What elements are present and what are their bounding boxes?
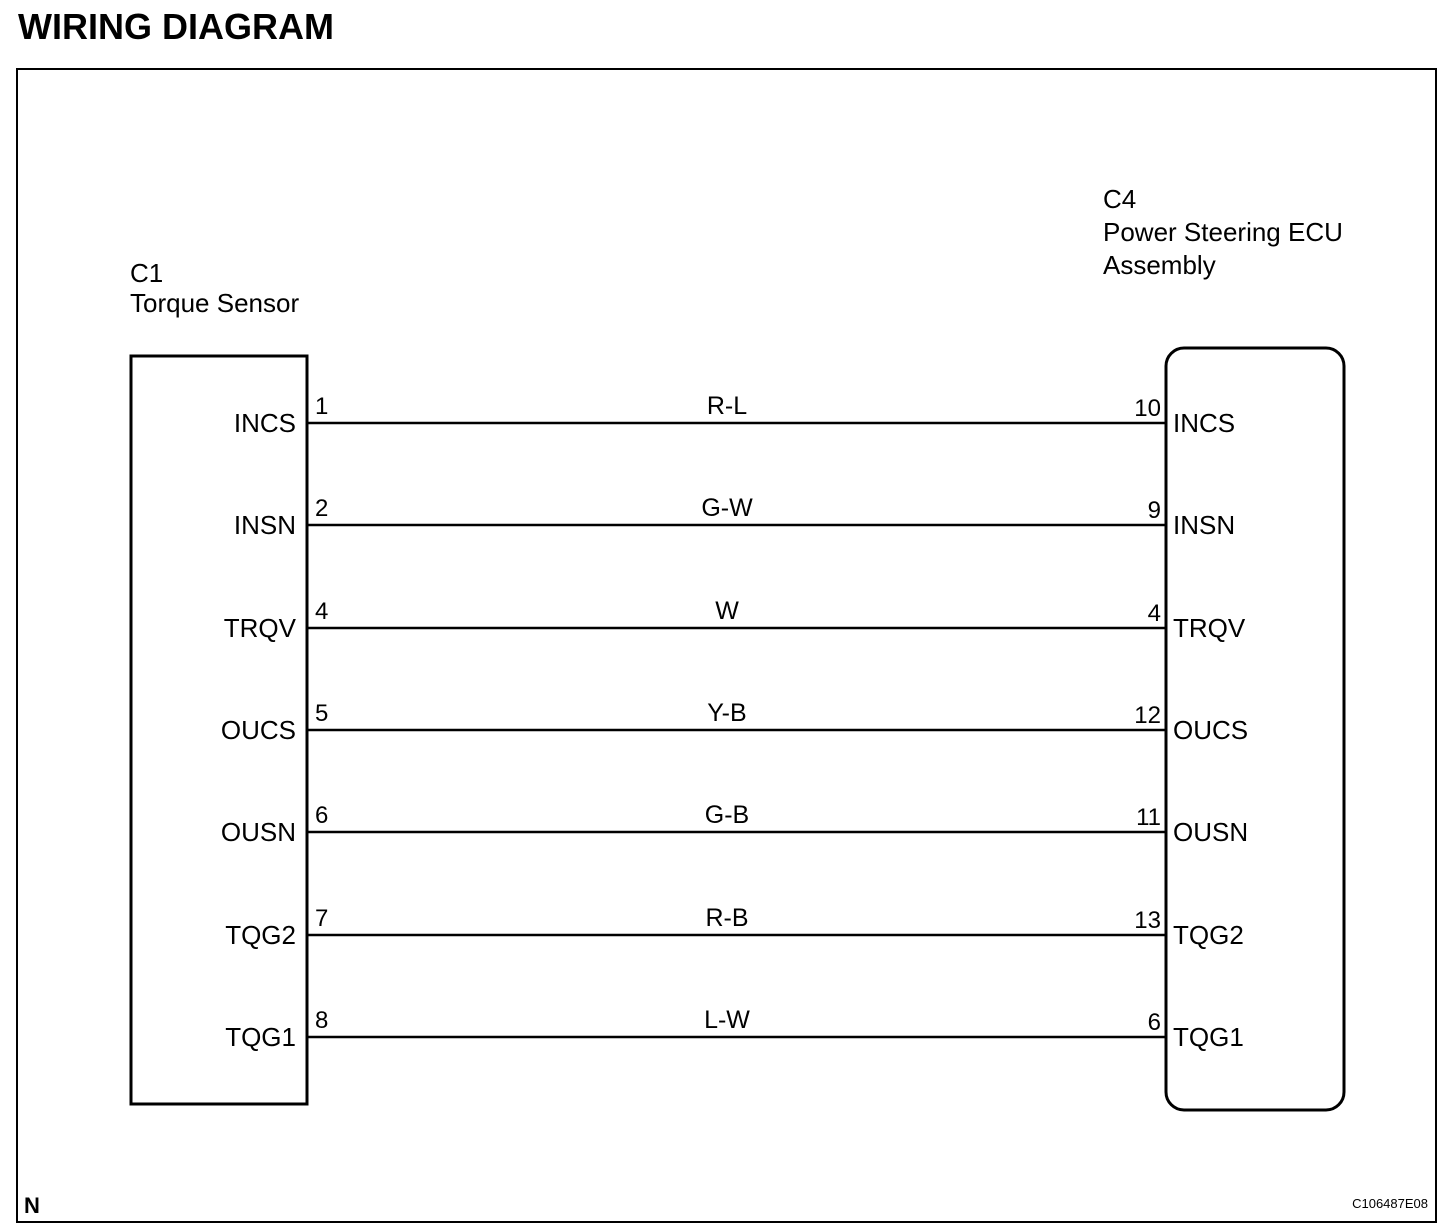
figure-code: C106487E08 — [1352, 1196, 1428, 1211]
wire-row: OUCS 5 Y-B 12 OUCS — [221, 699, 1248, 745]
page-title: WIRING DIAGRAM — [18, 6, 334, 47]
left-pin-number: 2 — [315, 495, 328, 522]
left-pin-number: 1 — [315, 393, 328, 420]
right-component-name-line2: Assembly — [1103, 250, 1216, 280]
left-connector-id: C1 — [130, 258, 163, 288]
left-pin-name: OUCS — [221, 715, 296, 745]
left-component-name: Torque Sensor — [130, 288, 299, 318]
left-pin-name: TQG2 — [225, 920, 296, 950]
right-pin-number: 4 — [1148, 600, 1161, 627]
right-pin-name: TQG2 — [1173, 920, 1244, 950]
left-pin-number: 4 — [315, 598, 328, 625]
wire-row: TQG1 8 L-W 6 TQG1 — [225, 1006, 1244, 1052]
right-pin-name: OUSN — [1173, 817, 1248, 847]
right-pin-name: TRQV — [1173, 613, 1246, 643]
left-pin-name: INSN — [234, 510, 296, 540]
wire-color-code: R-L — [707, 392, 747, 420]
left-pin-number: 6 — [315, 802, 328, 829]
diagram-frame — [16, 68, 1437, 1223]
wire-row: INSN 2 G-W 9 INSN — [234, 494, 1235, 540]
right-pin-number: 11 — [1136, 804, 1161, 831]
wire-row: OUSN 6 G-B 11 OUSN — [221, 801, 1248, 847]
right-pin-number: 13 — [1134, 907, 1161, 934]
right-pin-name: INCS — [1173, 408, 1235, 438]
right-pin-name: TQG1 — [1173, 1022, 1244, 1052]
right-pin-name: OUCS — [1173, 715, 1248, 745]
left-pin-name: TRQV — [224, 613, 297, 643]
left-pin-number: 8 — [315, 1007, 328, 1034]
right-pin-number: 12 — [1134, 702, 1161, 729]
wire-color-code: G-B — [705, 801, 749, 829]
corner-label: N — [24, 1193, 40, 1218]
right-pin-number: 6 — [1148, 1009, 1161, 1036]
right-component-name-line1: Power Steering ECU — [1103, 217, 1343, 247]
wire-color-code: R-B — [705, 904, 748, 932]
wire-color-code: L-W — [704, 1006, 750, 1034]
wire-color-code: G-W — [701, 494, 753, 522]
left-pin-name: INCS — [234, 408, 296, 438]
left-pin-number: 5 — [315, 700, 328, 727]
wire-color-code: W — [715, 597, 739, 625]
right-pin-name: INSN — [1173, 510, 1235, 540]
left-pin-number: 7 — [315, 905, 328, 932]
wire-color-code: Y-B — [707, 699, 746, 727]
right-connector-id: C4 — [1103, 184, 1136, 214]
right-pin-number: 9 — [1148, 497, 1161, 524]
wire-row: INCS 1 R-L 10 INCS — [234, 392, 1235, 438]
left-pin-name: TQG1 — [225, 1022, 296, 1052]
right-pin-number: 10 — [1134, 395, 1161, 422]
wire-row: TQG2 7 R-B 13 TQG2 — [225, 904, 1244, 950]
left-pin-name: OUSN — [221, 817, 296, 847]
